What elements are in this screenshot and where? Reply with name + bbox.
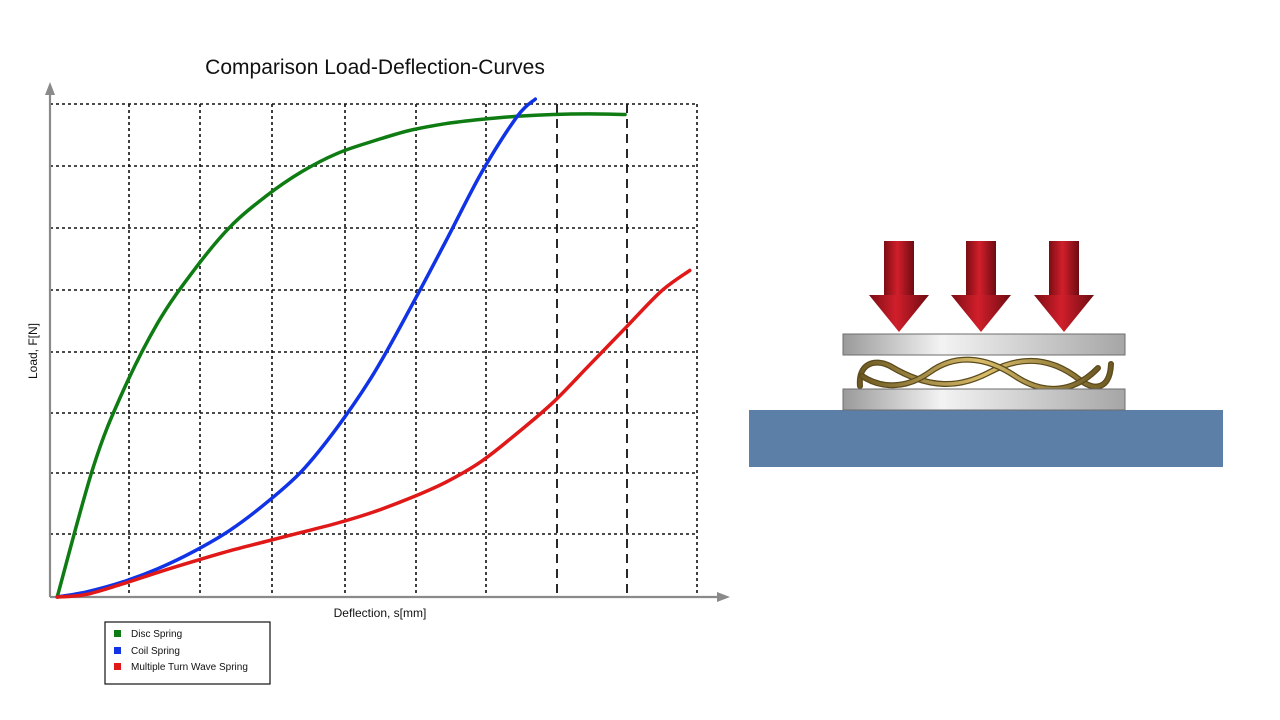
- spring-illustration: [749, 241, 1223, 467]
- base-block: [749, 410, 1223, 467]
- load-arrow: [869, 241, 929, 332]
- legend-swatch-coil-spring: [114, 647, 121, 654]
- load-arrow: [1034, 241, 1094, 332]
- wave-spring: [856, 356, 1114, 392]
- x-axis-label: Deflection, s[mm]: [334, 606, 427, 620]
- load-arrow: [951, 241, 1011, 332]
- series-curves: [55, 97, 692, 599]
- legend-label-wave-spring: Multiple Turn Wave Spring: [131, 662, 248, 673]
- legend-label-coil-spring: Coil Spring: [131, 646, 180, 657]
- legend-swatch-wave-spring: [114, 663, 121, 670]
- series-line-coil-spring: [55, 97, 538, 599]
- chart-title: Comparison Load-Deflection-Curves: [205, 56, 545, 79]
- legend-label-disc-spring: Disc Spring: [131, 629, 182, 640]
- legend: Disc Spring Coil Spring Multiple Turn Wa…: [104, 621, 271, 685]
- y-axis-label: Load, F[N]: [26, 323, 40, 379]
- series-line-disc-spring: [55, 112, 627, 599]
- axes: [45, 82, 730, 602]
- series-line-multiple-turn-wave-spring: [55, 268, 692, 599]
- legend-box: [104, 621, 271, 685]
- bottom-plate: [842, 388, 1126, 411]
- grid: [50, 103, 698, 597]
- legend-swatch-disc-spring: [114, 630, 121, 637]
- top-plate: [842, 333, 1126, 356]
